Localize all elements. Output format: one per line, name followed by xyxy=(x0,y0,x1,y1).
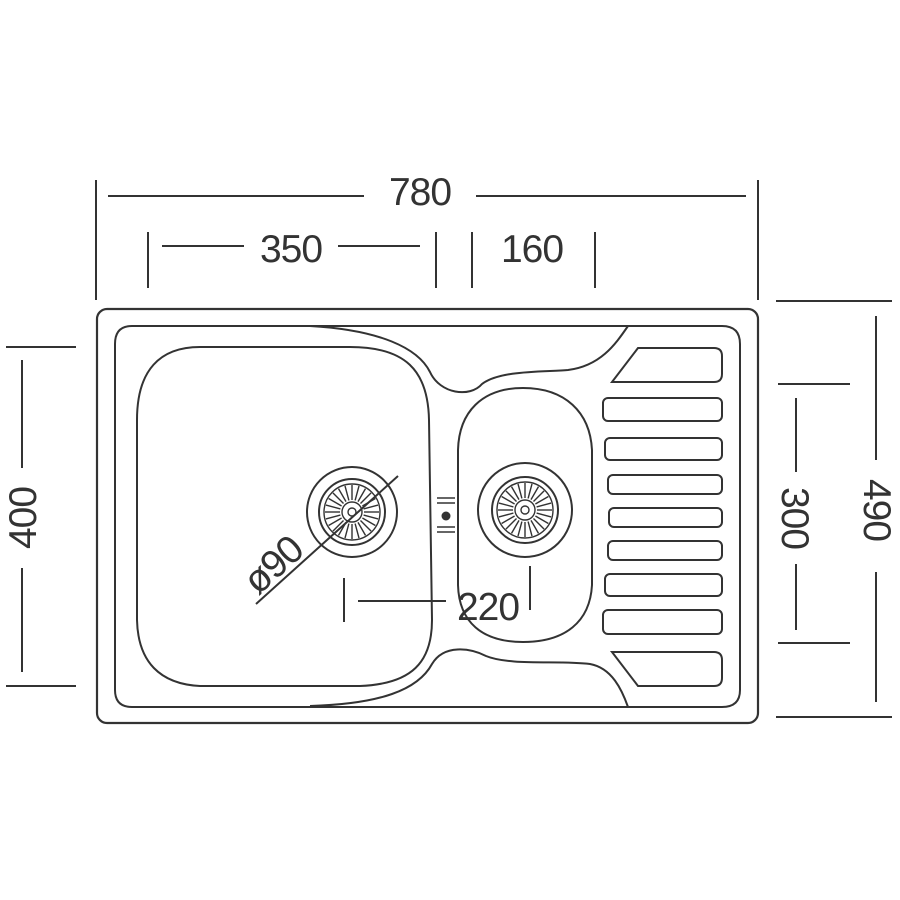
small-bowl xyxy=(457,386,593,644)
strainer-spoke xyxy=(536,502,552,508)
dimension-small-bowl-depth: 300 xyxy=(773,383,850,644)
strainer-spoke xyxy=(357,522,367,536)
overflow-icon xyxy=(437,497,455,533)
strainer-spoke xyxy=(344,523,350,539)
strainer-spoke xyxy=(501,515,515,525)
small-bowl-width-label: 160 xyxy=(501,228,563,271)
strainer-spoke xyxy=(357,488,367,502)
strainer-spoke xyxy=(501,495,515,505)
drainer-groove xyxy=(604,573,723,597)
strainer-spoke xyxy=(530,486,540,500)
sink-inner-rim xyxy=(114,325,741,708)
drainer-groove xyxy=(602,609,723,635)
strainer-spoke xyxy=(354,523,360,539)
bowl-depth-label: 400 xyxy=(2,487,45,549)
strainer-spoke xyxy=(332,492,345,505)
dimension-overall-width: 780 xyxy=(95,171,759,300)
dimension-overall-depth: 490 xyxy=(776,300,898,718)
drainer-groove xyxy=(607,474,723,495)
bowl-surround-contour xyxy=(309,325,629,393)
strainer-spoke xyxy=(536,512,552,518)
dimension-bowl-depth: 400 xyxy=(2,346,76,687)
strainer-spoke xyxy=(535,495,549,505)
strainer-spoke xyxy=(505,490,518,503)
main-bowl xyxy=(136,346,434,687)
strainer-spoke xyxy=(498,502,514,508)
strainer-spoke xyxy=(517,521,523,537)
strainer-spoke xyxy=(363,504,379,510)
overall-depth-label: 490 xyxy=(855,479,898,541)
strainer-spoke xyxy=(332,519,345,532)
strainer-spoke xyxy=(527,521,533,537)
strainer-spoke xyxy=(328,517,342,527)
strainer-spoke xyxy=(527,483,533,499)
dimension-main-bowl-width: 350 xyxy=(147,228,437,288)
strainer-spoke xyxy=(344,485,350,501)
small-bowl-depth-label: 300 xyxy=(773,487,816,549)
strainer-spoke xyxy=(517,483,523,499)
drainer-grooves xyxy=(602,347,723,687)
strainer-spoke xyxy=(532,517,545,530)
drainer-groove xyxy=(609,651,723,687)
drainer-groove xyxy=(608,507,723,528)
overall-width-label: 780 xyxy=(389,171,451,214)
dimension-small-bowl-width: 160 xyxy=(471,228,596,288)
dimension-drain-spacing: 220 xyxy=(343,566,531,629)
strainer-spoke xyxy=(363,514,379,520)
sink-body xyxy=(95,307,760,725)
strainer-spoke xyxy=(535,515,549,525)
strainer-spoke xyxy=(510,486,520,500)
strainer-spoke xyxy=(337,488,347,502)
drainer-groove xyxy=(607,540,723,561)
strainer-spoke xyxy=(359,519,372,532)
drainer-groove xyxy=(604,437,723,461)
strainer-spoke xyxy=(328,497,342,507)
strainer-spoke xyxy=(354,485,360,501)
strainer-spoke xyxy=(505,517,518,530)
drainer-groove xyxy=(609,347,723,383)
strainer-spoke xyxy=(530,520,540,534)
sink-outer-rim xyxy=(95,307,760,725)
strainer-spoke xyxy=(325,514,341,520)
strainer-spoke xyxy=(498,512,514,518)
strainer-spoke xyxy=(359,492,372,505)
small-drain-icon xyxy=(477,462,573,558)
strainer-spoke xyxy=(362,517,376,527)
drainer-groove xyxy=(602,397,723,422)
strainer-spoke xyxy=(325,504,341,510)
bowl-surround-contour-bottom xyxy=(309,648,629,708)
drain-spacing-label: 220 xyxy=(457,586,519,629)
strainer-spoke xyxy=(532,490,545,503)
main-bowl-width-label: 350 xyxy=(260,228,322,271)
strainer-spoke xyxy=(510,520,520,534)
